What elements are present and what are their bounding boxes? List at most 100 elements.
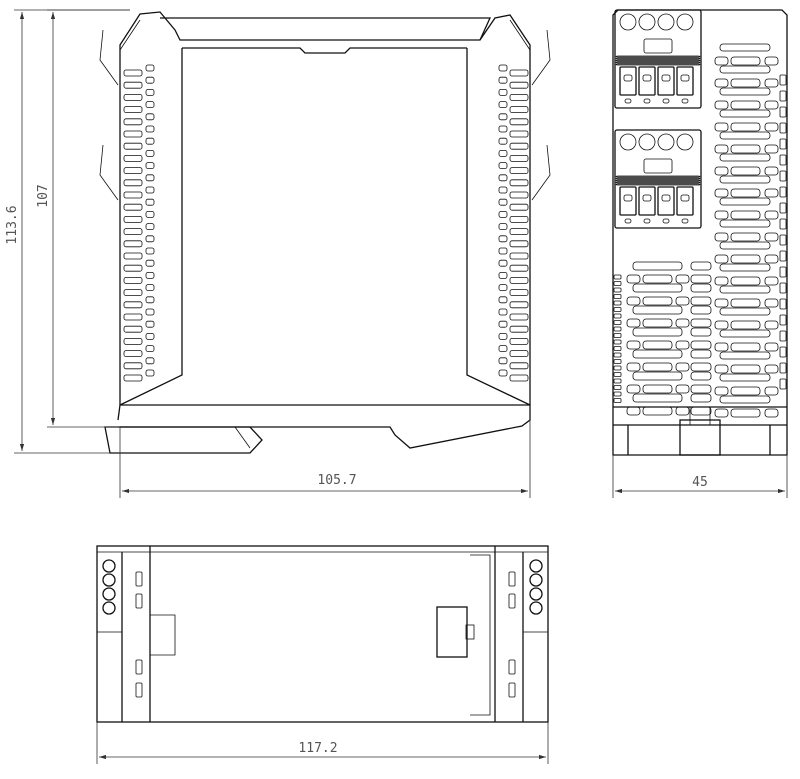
vent-slot xyxy=(123,313,143,321)
vent-slot xyxy=(123,179,143,187)
test-point xyxy=(662,218,670,224)
terminal-block xyxy=(614,129,702,229)
label-tab xyxy=(643,158,673,174)
wire-entry-slot xyxy=(642,74,652,82)
vent-slot xyxy=(642,384,673,394)
screw-icon xyxy=(102,559,116,573)
vent-slot xyxy=(690,283,712,293)
vent-slot xyxy=(764,56,779,66)
vent-slot xyxy=(145,332,155,340)
vent-slot xyxy=(675,296,690,306)
bottom-view xyxy=(96,545,549,723)
vent-slot xyxy=(123,142,143,150)
vent-slot xyxy=(642,296,673,306)
vent-slot xyxy=(145,89,155,96)
vent-slot xyxy=(509,276,529,284)
vent-slot xyxy=(123,350,143,358)
wire-entry xyxy=(638,66,656,96)
screw-icon xyxy=(102,573,116,587)
vent-slot xyxy=(730,78,761,88)
vent-slot xyxy=(626,362,641,372)
rib xyxy=(615,55,701,58)
rib xyxy=(615,179,701,182)
side-rib xyxy=(613,281,622,286)
vent-slot xyxy=(764,386,779,396)
vent-slot xyxy=(509,252,529,260)
vent-slot xyxy=(145,76,155,84)
vent-slot xyxy=(145,296,155,304)
vent-slot xyxy=(145,223,155,231)
vent-slot xyxy=(509,106,529,113)
side-rib xyxy=(779,378,787,390)
vent-slot xyxy=(498,271,508,279)
vent-slot xyxy=(498,89,508,96)
vent-slot xyxy=(509,313,529,321)
rib xyxy=(615,63,701,66)
vent-slot xyxy=(498,369,508,377)
side-rib xyxy=(613,391,622,397)
vent-slot xyxy=(509,228,529,236)
vent-slot xyxy=(123,94,143,101)
vent-slot xyxy=(509,179,529,187)
vent-slot xyxy=(719,65,771,74)
side-rib xyxy=(613,274,622,280)
side-rib xyxy=(613,313,622,319)
vent-slot xyxy=(690,261,712,271)
vent-slot xyxy=(730,166,761,176)
vent-slot xyxy=(509,337,529,345)
side-rib xyxy=(613,333,622,338)
terminal-block xyxy=(614,9,702,109)
vent-slot xyxy=(123,301,143,309)
release-lever-icon xyxy=(638,133,656,151)
vent-slot xyxy=(145,174,155,182)
vent-slot xyxy=(690,305,712,315)
side-rib xyxy=(613,326,622,332)
vent-slot xyxy=(145,101,155,108)
vent-slot xyxy=(675,362,690,372)
vent-slot xyxy=(626,296,641,306)
side-rib xyxy=(779,362,787,374)
side-rib xyxy=(779,266,787,278)
side-rib xyxy=(613,287,622,293)
vent-slot xyxy=(714,122,729,132)
vent-slot xyxy=(509,167,529,175)
vent-slot xyxy=(690,384,712,394)
side-rib xyxy=(779,74,787,86)
release-lever-icon xyxy=(676,13,694,31)
side-rib xyxy=(613,294,622,299)
vent-slot xyxy=(145,210,155,218)
vent-slot xyxy=(642,318,673,328)
vent-slot xyxy=(626,318,641,328)
side-rib xyxy=(613,352,622,358)
side-rib xyxy=(779,154,787,166)
side-rib xyxy=(613,378,622,384)
vent-slot xyxy=(632,327,683,337)
vent-slot xyxy=(498,113,508,121)
side-rib xyxy=(779,234,787,246)
wire-entry-slot xyxy=(680,194,690,202)
vent-slot xyxy=(632,371,683,381)
vent-slot xyxy=(498,210,508,218)
vent-slot xyxy=(145,247,155,255)
vent-slot xyxy=(145,320,155,328)
vent-slot xyxy=(730,188,761,198)
screw-icon xyxy=(529,573,543,587)
side-rib xyxy=(779,122,787,134)
side-rib xyxy=(613,346,622,351)
vent-slot xyxy=(719,197,771,206)
vent-slot xyxy=(145,271,155,279)
side-rib xyxy=(779,90,787,102)
vent-slot xyxy=(498,174,508,182)
side-rib xyxy=(779,346,787,358)
wire-entry-slot xyxy=(623,74,633,82)
test-point xyxy=(681,218,689,224)
vent-slot xyxy=(498,101,508,108)
vent-slot xyxy=(632,283,683,293)
vent-slot xyxy=(509,94,529,101)
side-rib xyxy=(613,398,622,403)
vent-slot xyxy=(123,264,143,272)
side-rib xyxy=(613,320,622,325)
test-point xyxy=(643,218,651,224)
rib xyxy=(615,59,701,62)
side-rib xyxy=(779,202,787,214)
